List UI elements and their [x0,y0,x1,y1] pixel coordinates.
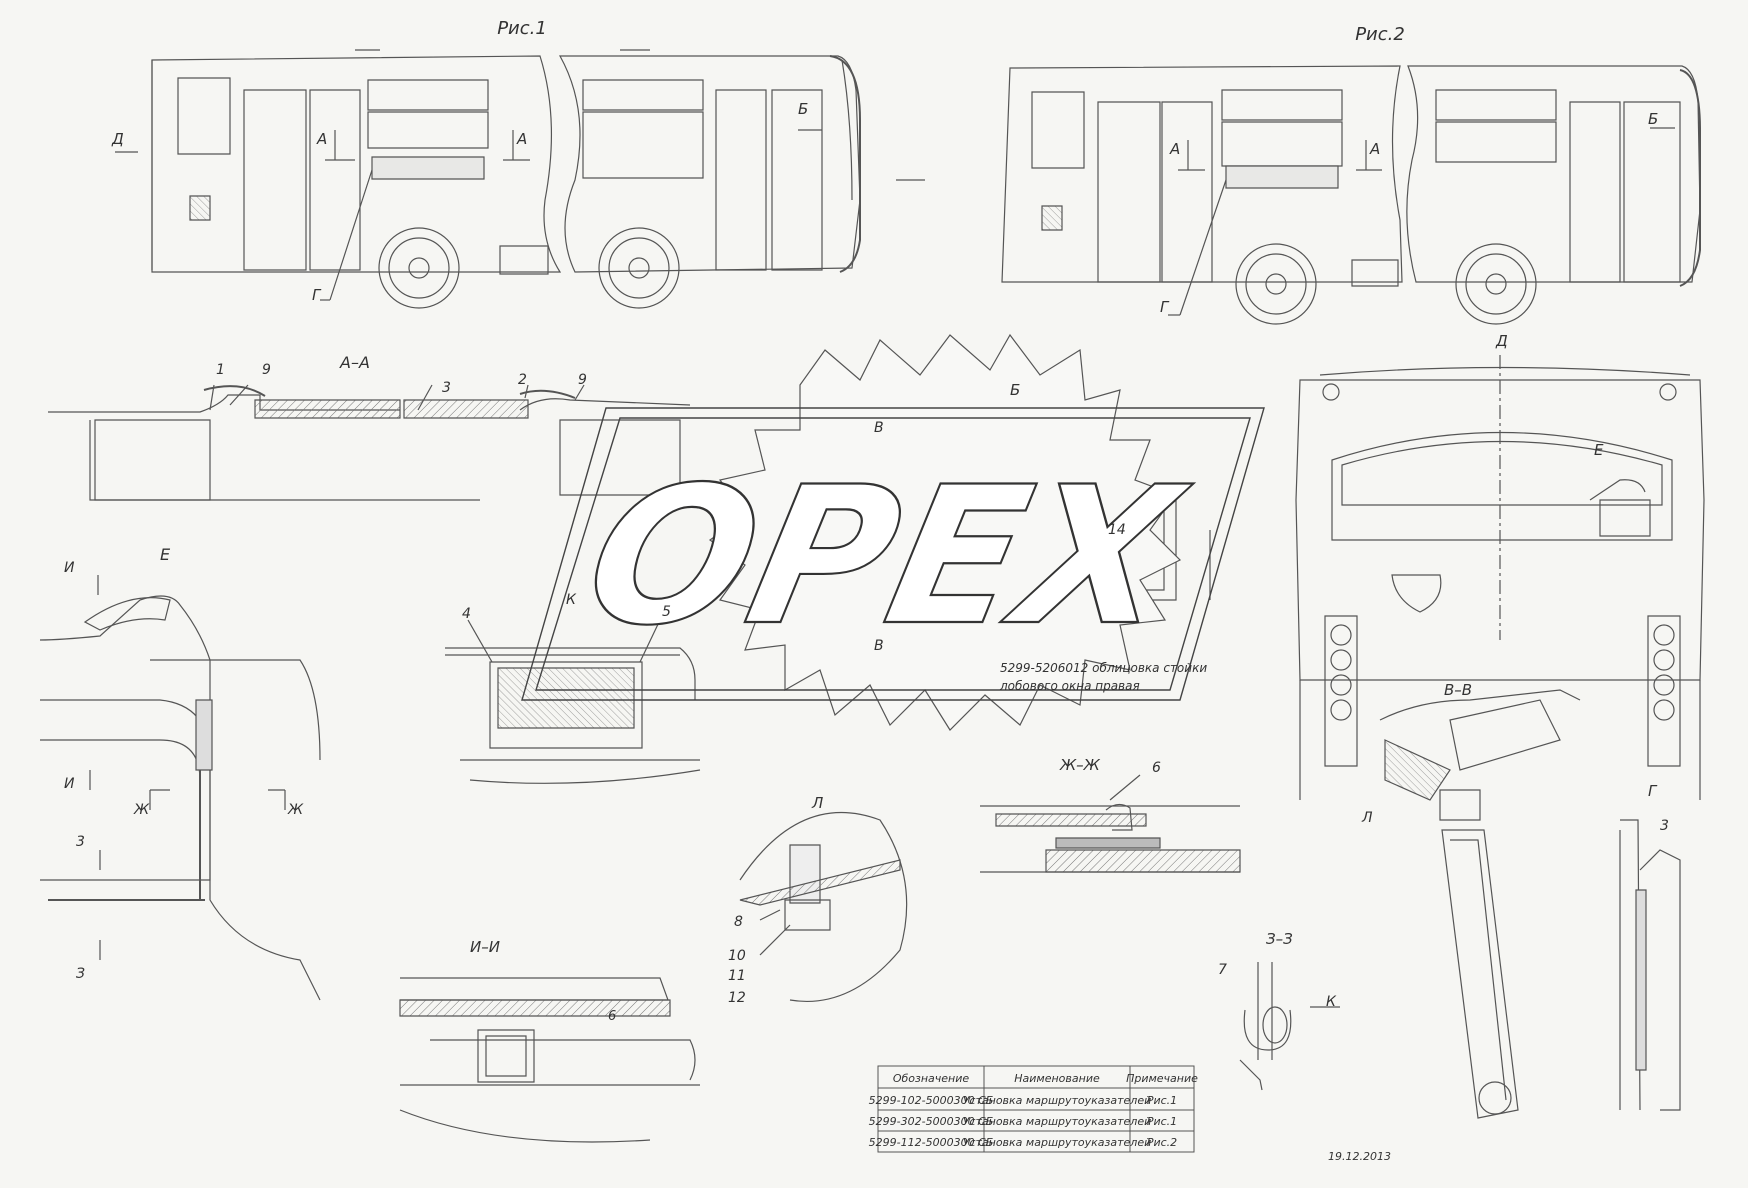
label-a-fig1-left: А [316,130,327,148]
drawing-date: 19.12.2013 [1328,1150,1391,1163]
section-z-z [1240,962,1340,1090]
note-line1: 5299-5206012 облицовка стойки [1000,661,1207,675]
label-zh-left: Ж [133,802,150,818]
table-row-2-designation: 5299-302-5000300 СБ [869,1115,994,1128]
table-row-3-note: Рис.2 [1147,1136,1177,1149]
detail-e-title: Е [160,545,171,564]
label-g-fig1: Г [312,286,322,304]
view-d-title: Д [1495,332,1508,350]
label-i-mid: И [64,776,75,792]
callout-12: 12 [728,990,746,1006]
section-zh-zh-title: Ж–Ж [1059,756,1101,774]
table-row-3-designation: 5299-112-5000300 СБ [869,1136,994,1149]
section-v-v [1380,690,1580,1118]
label-z-e: З [76,966,85,982]
table-header-designation: Обозначение [893,1072,970,1085]
callout-3-aa: 3 [442,380,451,396]
spec-table: Обозначение Наименование Примечание 5299… [869,1066,1198,1152]
callout-3-g: 3 [1660,818,1669,834]
section-z-z-title: З–З [1266,930,1293,948]
detail-l [740,813,907,1002]
table-row-3-name: Установка маршрутоуказателей [963,1136,1152,1149]
watermark: OPEX [522,335,1264,730]
label-b-fig2: Б [1648,110,1658,128]
section-zh-zh [980,775,1240,872]
fig2-title: Рис.2 [1355,24,1405,45]
label-v-bottom: В [874,638,884,654]
table-header-name: Наименование [1014,1072,1100,1085]
table-row-2-name: Установка маршрутоуказателей [963,1115,1152,1128]
callout-7: 7 [1218,962,1227,978]
label-k-zz: К [1326,994,1337,1010]
note-line2: лобового окна правая [999,679,1140,693]
callout-5: 5 [662,604,671,620]
bus-side-view-fig2 [1002,66,1700,324]
label-v-top: В [874,420,884,436]
label-a-fig1-right: А [516,130,527,148]
table-row-1-designation: 5299-102-5000300 СБ [869,1094,994,1107]
view-d-rear [1296,355,1704,800]
section-i-i [400,978,700,1142]
section-i-i-title: И–И [470,938,500,956]
callout-6-ii: 6 [608,1009,616,1024]
table-row-1-name: Установка маршрутоуказателей [963,1094,1152,1107]
callout-3-e: 3 [76,834,85,850]
section-v-v-title: В–В [1444,681,1472,699]
callout-14: 14 [1108,522,1126,538]
labels: Рис.1 Рис.2 Д А А Б Г А А Б Г А–А 1 9 3 … [64,18,1669,1163]
view-g [1620,820,1680,1110]
label-a-fig2-right: А [1369,140,1380,158]
table-row-2-note: Рис.1 [1147,1115,1177,1128]
callout-10: 10 [728,948,746,964]
table-row-1-note: Рис.1 [1147,1094,1177,1107]
callout-2: 2 [518,372,527,388]
label-i-top: И [64,560,75,576]
callout-1: 1 [216,362,225,378]
label-zh-right: Ж [287,802,304,818]
label-b-fig1: Б [798,100,808,118]
watermark-text: OPEX [570,447,1202,668]
section-a-a-title: А–А [339,353,370,372]
callout-11: 11 [728,968,746,984]
bus-side-view-fig1 [115,50,925,308]
label-a-fig2-left: А [1169,140,1180,158]
callout-9-right: 9 [578,372,587,388]
label-b-detail: Б [1010,381,1020,399]
detail-l-title: Л [811,794,823,812]
label-g-fig2: Г [1160,298,1170,316]
label-e-view-d: Е [1594,441,1604,459]
callout-8: 8 [734,914,743,930]
label-l-vv: Л [1361,810,1373,826]
label-k: К [566,592,577,608]
table-header-note: Примечание [1126,1072,1198,1085]
detail-parts-4-5 [445,620,700,783]
callout-6-zh: 6 [1152,760,1161,776]
fig1-title: Рис.1 [497,18,547,39]
label-d-fig1: Д [111,130,124,148]
callout-4: 4 [462,606,471,622]
detail-e [40,575,320,1000]
view-g-title: Г [1648,782,1658,800]
callout-9-left: 9 [262,362,271,378]
section-a-a [48,385,690,500]
